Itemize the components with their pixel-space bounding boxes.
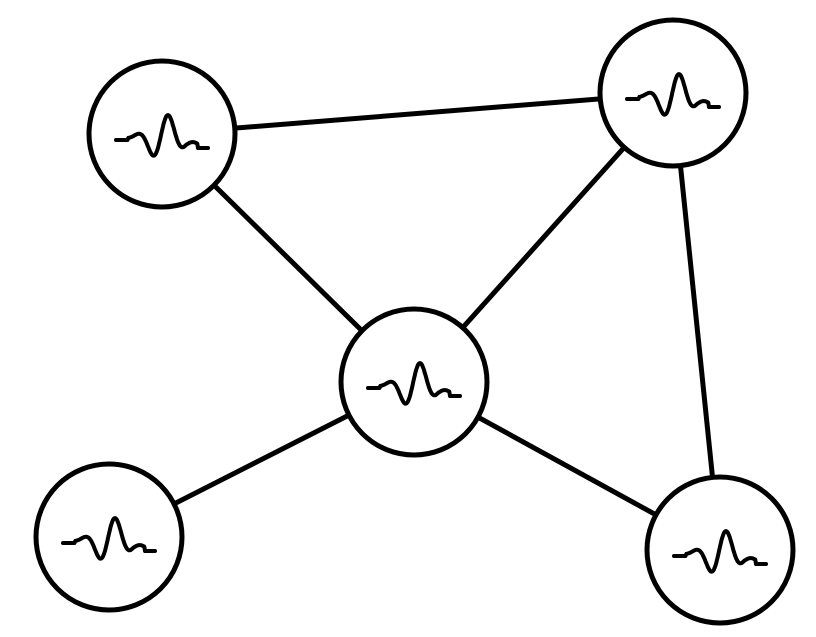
waveform-icon bbox=[366, 361, 462, 406]
node-layer bbox=[33, 17, 796, 626]
waveform-icon bbox=[61, 516, 157, 561]
node-bottom-right bbox=[644, 474, 796, 626]
waveform-icon bbox=[114, 113, 210, 158]
waveform-icon bbox=[672, 529, 768, 574]
edge-top-right-to-bottom-right bbox=[670, 92, 723, 551]
node-top-right bbox=[597, 17, 749, 169]
node-center bbox=[338, 306, 490, 458]
waveform-icon bbox=[625, 72, 721, 117]
node-top-left bbox=[86, 58, 238, 210]
edge-top-left-to-top-right bbox=[161, 90, 674, 137]
node-bottom-left bbox=[33, 461, 185, 613]
